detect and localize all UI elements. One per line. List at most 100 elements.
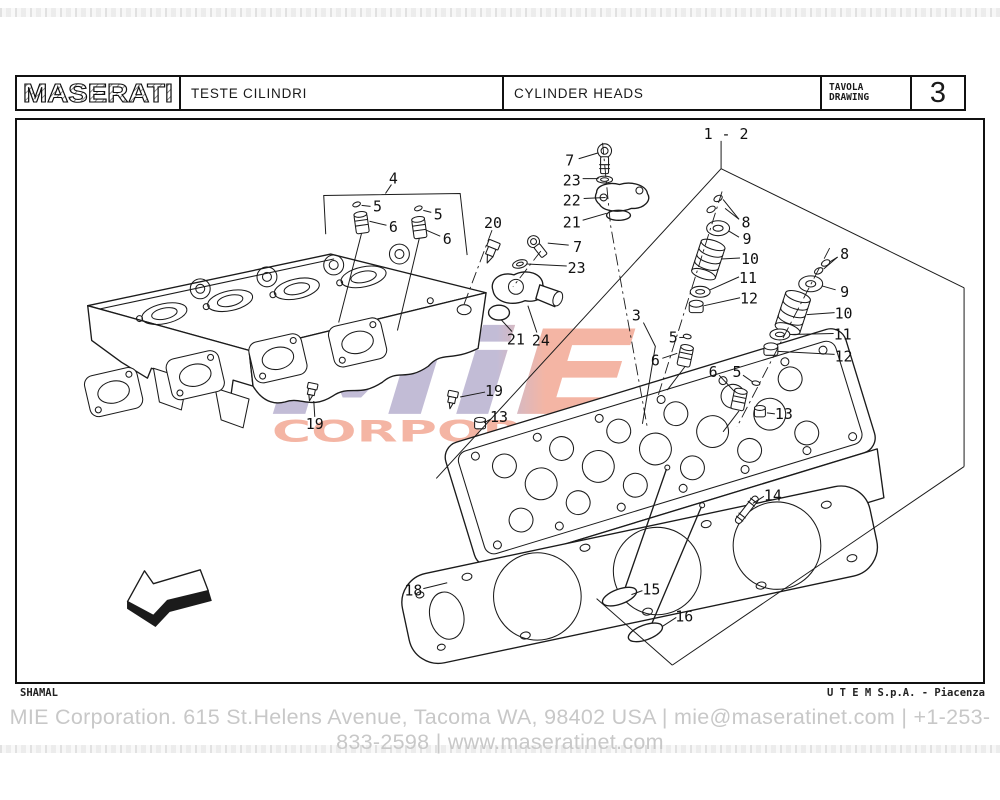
callout-label-20: 20 (484, 214, 502, 232)
callout-label-6: 6 (651, 351, 660, 369)
callout-label-7: 7 (573, 238, 582, 256)
callout-leader (777, 350, 835, 355)
callout-label-23: 23 (563, 172, 581, 190)
callout-leader (583, 196, 606, 199)
drawing-number: 3 (929, 76, 947, 109)
callout-leader (718, 374, 735, 392)
callout-leader (766, 412, 775, 415)
exhaust-flanges (83, 317, 388, 418)
manufacturer-name: U T E M S.p.A. - Piacenza (826, 687, 985, 699)
scan-noise-top (0, 8, 1000, 17)
callout-label-5: 5 (669, 328, 678, 346)
callout-label-8: 8 (840, 245, 849, 263)
plug-13-right (753, 404, 766, 418)
valve-stack-left (688, 194, 731, 314)
callout-label-9: 9 (742, 230, 751, 248)
callout-label-15: 15 (642, 581, 660, 599)
callout-leader (823, 256, 838, 270)
callout-leader (752, 495, 765, 504)
callout-label-14: 14 (764, 486, 782, 504)
callout-leader (728, 230, 740, 238)
callout-label-5: 5 (733, 363, 742, 381)
callout-leader (631, 590, 643, 596)
callout-leader (641, 322, 656, 424)
callout-leader (582, 212, 607, 221)
callout-label-6: 6 (389, 218, 398, 236)
water-outlet-assembly (487, 235, 564, 321)
callout-label-7: 7 (565, 152, 574, 170)
callout-leader (806, 312, 835, 316)
callout-leader (721, 257, 741, 260)
callout-label-10: 10 (835, 305, 853, 323)
line-art (83, 140, 965, 666)
tavola-label-en: DRAWING (829, 92, 870, 103)
callout-label-5: 5 (373, 197, 382, 215)
title-english: CYLINDER HEADS (514, 85, 644, 101)
callout-label-18: 18 (404, 582, 422, 600)
maserati-logo-svg: MASERATI (22, 77, 173, 108)
callout-label-16: 16 (675, 607, 693, 625)
sensor-19-center (447, 389, 459, 410)
callout-label-6: 6 (709, 363, 718, 381)
callout-label-5: 5 (434, 205, 443, 223)
callout-label-19: 19 (485, 382, 503, 400)
callout-label-23: 23 (568, 259, 586, 277)
scan-noise-bottom (0, 745, 1000, 753)
callout-label-12: 12 (740, 290, 758, 308)
callout-leader (722, 199, 740, 220)
callout-label-21: 21 (563, 213, 581, 231)
sensor-19-left (306, 381, 319, 402)
callout-leader (527, 305, 538, 333)
callout-leader (704, 297, 741, 307)
maserati-logo-text: MASERATI (23, 78, 173, 108)
group-brackets (323, 140, 965, 666)
callout-label-21: 21 (507, 330, 525, 348)
title-italian: TESTE CILINDRI (191, 85, 308, 101)
callout-label-1-2: 1 - 2 (704, 125, 749, 143)
callout-leader (385, 184, 392, 194)
callout-leader (578, 152, 599, 160)
callout-leader (369, 220, 387, 226)
left-cylinder-head (83, 243, 487, 429)
callout-leader (821, 285, 836, 291)
tavola-cell: TAVOLA DRAWING (820, 77, 910, 109)
callout-leader (662, 352, 678, 359)
model-name: SHAMAL (20, 687, 58, 699)
parts-diagram: MiE. CORPORATION (83, 125, 965, 666)
title-block: MASERATI TESTE CILINDRI CYLINDER HEADS T… (15, 75, 966, 111)
callout-leader (547, 242, 569, 246)
callout-leader (313, 400, 316, 417)
callout-label-6: 6 (443, 230, 452, 248)
callout-label-10: 10 (741, 250, 759, 268)
tappets-and-shims (338, 201, 761, 433)
callout-leader (789, 332, 834, 335)
callout-label-11: 11 (834, 325, 852, 343)
callout-leader (742, 374, 754, 383)
direction-arrow (126, 569, 212, 628)
valve-15 (601, 464, 671, 607)
callout-label-9: 9 (840, 283, 849, 301)
callout-leader (423, 209, 432, 213)
callout-leader (709, 276, 740, 291)
callout-leader (500, 319, 513, 332)
tavola-label-it: TAVOLA (829, 81, 864, 93)
drawing-frame: MiE. CORPORATION (15, 118, 985, 684)
callout-label-22: 22 (563, 191, 581, 209)
callout-leader (361, 204, 371, 207)
callout-leader (423, 582, 448, 590)
plug-13-center (474, 416, 487, 430)
callout-leader (460, 391, 486, 398)
callout-leader (526, 263, 567, 267)
plate-row: SHAMAL U T E M S.p.A. - Piacenza (15, 687, 985, 701)
spark-plug (485, 239, 501, 264)
footer-contact: MIE Corporation. 615 St.Helens Avenue, T… (9, 705, 991, 754)
callout-leader (483, 418, 492, 424)
callout-label-12: 12 (835, 347, 853, 365)
callout-label-24: 24 (532, 331, 550, 349)
callout-label-8: 8 (741, 213, 750, 231)
stud-14 (734, 495, 759, 524)
callout-leader (662, 617, 677, 627)
head-gasket (401, 485, 879, 665)
